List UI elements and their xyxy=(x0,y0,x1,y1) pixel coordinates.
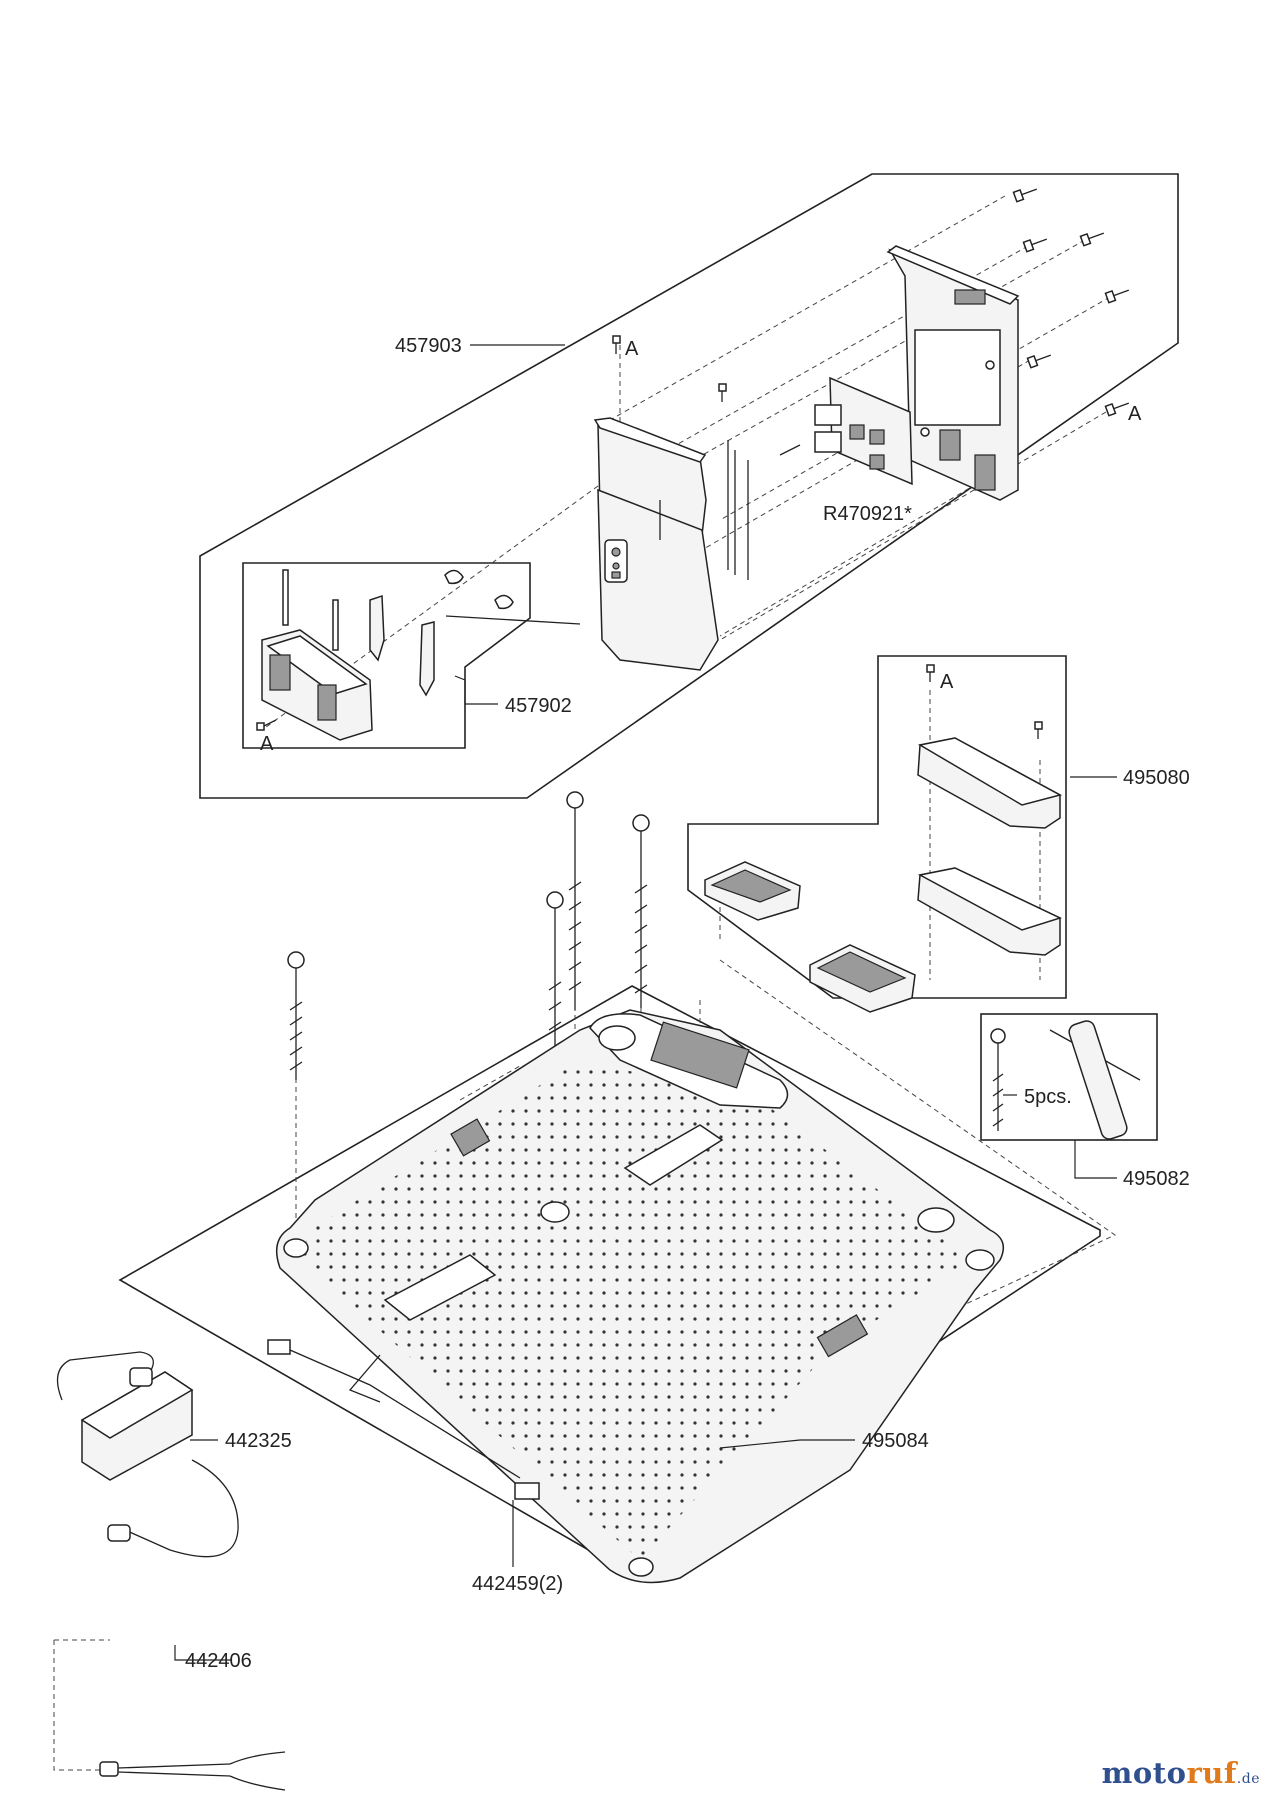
screws-upper xyxy=(612,188,1130,417)
wheel-ramp-parts xyxy=(704,664,1063,1013)
label-495082: 495082 xyxy=(1123,1168,1190,1190)
extension-cable xyxy=(99,1751,286,1791)
bracket-kit-parts xyxy=(256,569,581,741)
peg-kit-frame xyxy=(980,1013,1158,1141)
marker-a-ramp: A xyxy=(940,671,954,693)
wheel-ramp-frame xyxy=(687,655,1067,999)
marker-a-right: A xyxy=(1128,403,1142,425)
bracket-kit-frame xyxy=(242,562,531,749)
label-442325: 442325 xyxy=(225,1430,292,1452)
ground-pegs xyxy=(287,791,1141,1140)
circuit-board xyxy=(779,376,913,486)
label-442406: 442406 xyxy=(185,1650,252,1672)
marker-a-bracket: A xyxy=(260,733,274,755)
label-495084: 495084 xyxy=(862,1430,929,1452)
label-r470921: R470921* xyxy=(823,503,912,525)
label-457903: 457903 xyxy=(395,335,462,357)
power-supply xyxy=(56,1351,239,1558)
label-457902: 457902 xyxy=(505,695,572,717)
label-495080: 495080 xyxy=(1123,767,1190,789)
back-plate xyxy=(886,245,1020,501)
wire-harness xyxy=(267,1339,540,1500)
watermark-part2: ruf xyxy=(1186,1756,1237,1790)
watermark-part1: moto xyxy=(1101,1756,1187,1790)
marker-a-top: A xyxy=(625,338,639,360)
label-442459: 442459(2) xyxy=(472,1573,563,1595)
peg-tool xyxy=(1049,1020,1141,1140)
site-watermark: motoruf.de xyxy=(1102,1756,1260,1790)
watermark-suffix: .de xyxy=(1236,1771,1260,1787)
base-plate xyxy=(275,1009,1005,1584)
upper-assembly-frame xyxy=(199,173,1179,799)
charging-station-housing xyxy=(593,417,749,671)
label-5pcs: 5pcs. xyxy=(1024,1086,1072,1108)
leader-lines xyxy=(174,344,1117,1661)
